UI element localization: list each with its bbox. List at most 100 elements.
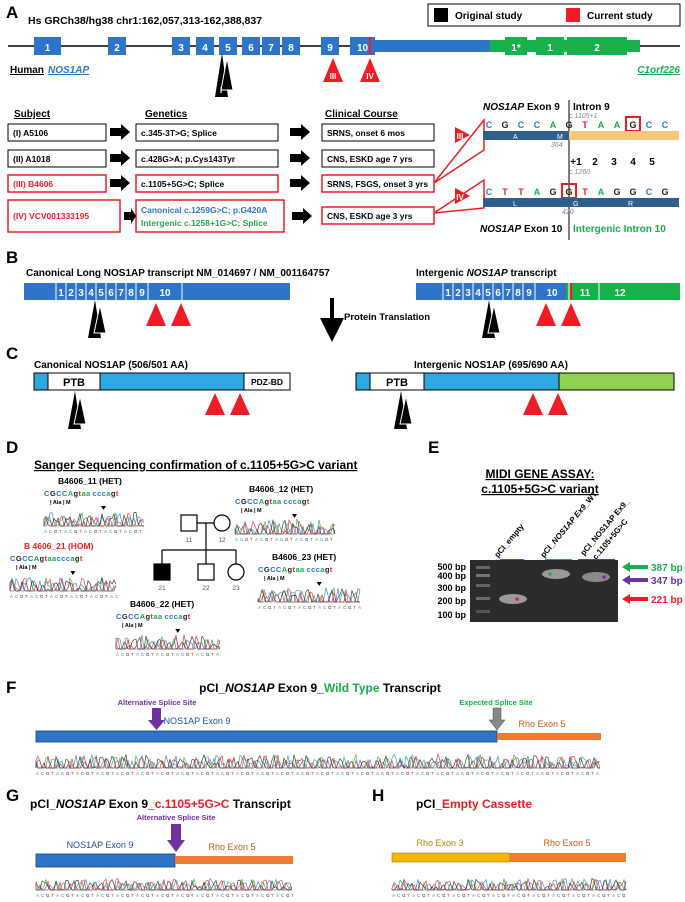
svg-text:G: G: [566, 771, 570, 776]
svg-text:T: T: [51, 893, 54, 898]
svg-text:C: C: [343, 605, 347, 610]
b-canon-exons-exon-8: 8: [128, 288, 134, 299]
svg-text:G: G: [114, 529, 118, 534]
svg-text:A: A: [416, 771, 419, 776]
svg-text:T: T: [273, 605, 276, 610]
panel-letter-f: F: [6, 678, 16, 697]
c1orf-exon-2: [567, 37, 627, 55]
svg-text:A: A: [116, 652, 119, 657]
svg-text:A: A: [196, 771, 199, 776]
svg-text:T: T: [211, 893, 214, 898]
seq-bot-var: c.1260: [569, 169, 590, 176]
svg-text:G: G: [288, 605, 292, 610]
svg-text:C: C: [240, 537, 244, 542]
b-inter-exons-exon-10: 10: [546, 288, 558, 299]
svg-text:G: G: [386, 771, 390, 776]
svg-text:C: C: [481, 771, 485, 776]
lane-label-1: pCI_empty: [493, 522, 527, 560]
svg-text:T: T: [313, 605, 316, 610]
svg-text:G: G: [86, 893, 90, 898]
svg-text:G: G: [526, 771, 530, 776]
canonical-ptb-label: PTB: [63, 377, 85, 389]
svg-text:A: A: [30, 594, 33, 599]
svg-text:T: T: [511, 771, 514, 776]
b-canon-exons-exon-4: 4: [88, 288, 94, 299]
pedigree-21: 21: [158, 585, 166, 592]
legend-current-label: Current study: [587, 11, 653, 22]
svg-text:T: T: [91, 771, 94, 776]
sanger-title: Sanger Sequencing confirmation of c.1105…: [34, 458, 357, 472]
svg-text:T: T: [251, 771, 254, 776]
base-seq-top-bases-9: G: [629, 120, 636, 130]
svg-text:T: T: [91, 893, 94, 898]
svg-text:T: T: [567, 893, 570, 898]
svg-text:C: C: [61, 771, 65, 776]
svg-text:T: T: [547, 893, 550, 898]
svg-text:G: G: [54, 529, 58, 534]
svg-text:A: A: [10, 594, 13, 599]
base-seq-bot-bases-8: G: [613, 187, 620, 197]
svg-text:T: T: [471, 771, 474, 776]
svg-text:T: T: [271, 893, 274, 898]
svg-text:A: A: [532, 893, 535, 898]
canonical-transcript-title: Canonical Long NOS1AP transcript NM_0146…: [26, 268, 330, 279]
canonical-ptb-domain: [47, 372, 101, 391]
b-canon-exons-exon-7: 7: [118, 288, 124, 299]
ladder-label-4: 100 bp: [437, 610, 466, 620]
c1orf-exon-1: [536, 37, 564, 55]
subject-4: (IV) VCV001333195: [13, 211, 89, 221]
svg-text:T: T: [571, 771, 574, 776]
base-seq-top-bases-0: C: [486, 120, 493, 130]
svg-text:C: C: [201, 652, 205, 657]
svg-text:G: G: [402, 893, 406, 898]
svg-text:A: A: [436, 771, 439, 776]
svg-text:T: T: [411, 771, 414, 776]
svg-text:G: G: [226, 771, 230, 776]
trace-seq-0: CGCCAgtaa cccagt: [44, 489, 119, 498]
svg-text:C: C: [141, 652, 145, 657]
svg-text:G: G: [346, 771, 350, 776]
svg-text:A: A: [104, 529, 107, 534]
g-exon9-label: NOS1AP Exon 9: [67, 840, 134, 850]
svg-text:C: C: [261, 893, 265, 898]
svg-text:T: T: [531, 771, 534, 776]
svg-text:C: C: [109, 529, 113, 534]
base-seq-bot-bases-1: T: [502, 187, 508, 197]
intergenic-transcript-title: Intergenic NOS1AP transcript: [416, 268, 557, 279]
base-seq-bot-bases-3: A: [534, 187, 541, 197]
svg-text:A: A: [156, 771, 159, 776]
b-canon-exons-exon-3: 3: [78, 288, 84, 299]
trace-aa-0: | Ala | M: [50, 500, 71, 506]
svg-text:A: A: [496, 771, 499, 776]
svg-text:A: A: [315, 537, 318, 542]
svg-text:A: A: [36, 893, 39, 898]
base-seq-top-bases-5: G: [565, 120, 572, 130]
svg-text:C: C: [417, 893, 421, 898]
svg-text:G: G: [46, 893, 50, 898]
svg-text:C: C: [101, 771, 105, 776]
svg-text:G: G: [86, 771, 90, 776]
exon-10: [350, 37, 375, 55]
variant-marker-iii: [323, 58, 343, 82]
svg-text:T: T: [139, 529, 142, 534]
svg-text:T: T: [293, 605, 296, 610]
svg-text:G: G: [305, 537, 309, 542]
svg-text:T: T: [353, 605, 356, 610]
svg-text:G: G: [622, 893, 626, 898]
svg-text:C: C: [281, 893, 285, 898]
svg-text:T: T: [451, 771, 454, 776]
base-seq-top-bases-6: T: [582, 120, 588, 130]
canonical-transcript-bar: [24, 283, 290, 300]
svg-text:A: A: [196, 652, 199, 657]
svg-text:G: G: [206, 893, 210, 898]
trace-aa-2: | Ala | M: [16, 565, 37, 571]
trace-seq-3: CGCCAgtaa cccagt: [258, 565, 333, 574]
svg-text:T: T: [151, 652, 154, 657]
svg-text:G: G: [286, 893, 290, 898]
svg-text:G: G: [506, 771, 510, 776]
svg-text:C: C: [15, 594, 19, 599]
b-canon-exons-exon-1: 1: [58, 288, 64, 299]
b-inter-exons-exon-4: 4: [475, 288, 481, 299]
